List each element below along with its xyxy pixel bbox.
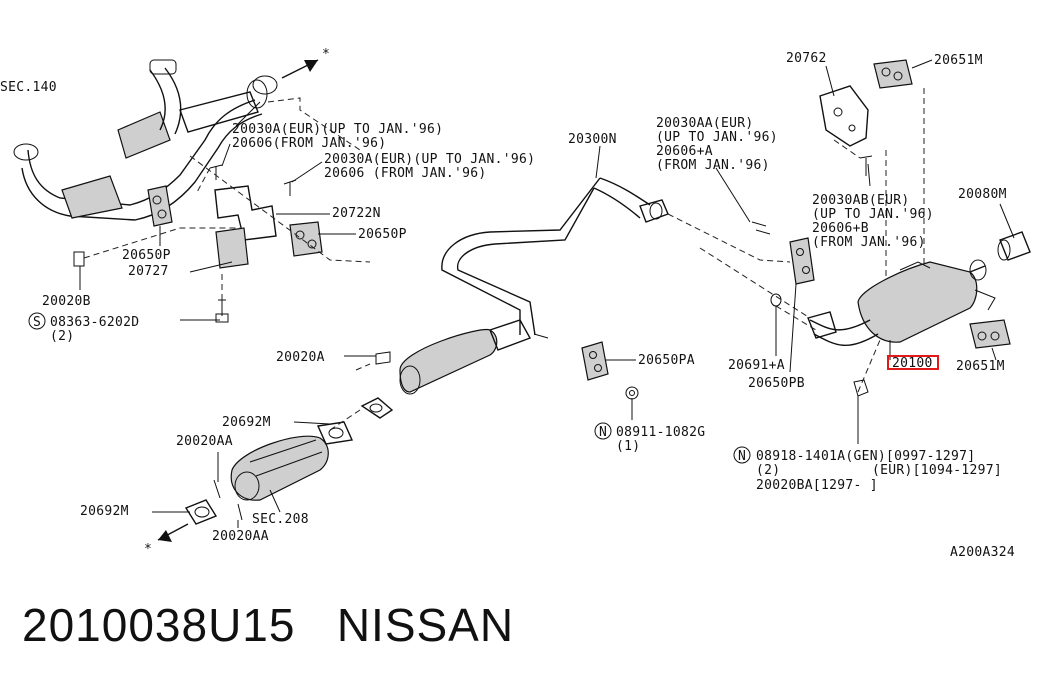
label-20651m-bottom: 20651M xyxy=(956,359,1005,374)
n-marker-circle-1 xyxy=(594,422,612,440)
label-n-mark-1: N xyxy=(599,425,607,440)
label-20020ba: 20020BA[1297- ] xyxy=(756,478,878,493)
label-20020b: 20020B xyxy=(42,294,91,309)
label-20606-from: 20606(FROM JAN.'96) xyxy=(232,136,386,151)
main-muffler xyxy=(807,259,996,347)
arrow-to-engine xyxy=(281,59,319,79)
label-20606-from-b: 20606 (FROM JAN.'96) xyxy=(324,166,487,181)
label-20020aa-top: 20020AA xyxy=(176,434,233,449)
label-08363: 08363-6202D xyxy=(50,315,139,330)
arrow-to-rear xyxy=(157,523,189,542)
label-20727: 20727 xyxy=(128,264,169,279)
label-20030ab-eur: 20030AB(EUR) xyxy=(812,193,910,208)
label-20762: 20762 xyxy=(786,51,827,66)
label-20692m-top: 20692M xyxy=(222,415,271,430)
label-20020aa-bottom: 20020AA xyxy=(212,529,269,544)
highlighted-part-box xyxy=(887,355,939,370)
label-08918: 08918-1401A(GEN)[0997-1297] xyxy=(756,449,975,464)
label-08918-eur: (EUR)[1094-1297] xyxy=(872,463,1002,478)
label-20030a-eur: 20030A(EUR)(UP TO JAN.'96) xyxy=(232,122,443,137)
label-08911: 08911-1082G xyxy=(616,425,705,440)
label-figure-code: A200A324 xyxy=(950,545,1015,560)
label-star-top: * xyxy=(322,47,330,62)
label-20606b-from: (FROM JAN.'96) xyxy=(812,235,926,250)
catalytic-converter xyxy=(184,421,354,525)
front-exhaust-pipe xyxy=(13,59,278,221)
muffler-mounting-bracket xyxy=(819,59,1011,397)
label-qty2-a: (2) xyxy=(50,329,74,344)
label-qty1: (1) xyxy=(616,439,640,454)
label-20650pa: 20650PA xyxy=(638,353,695,368)
part-caption: 2010038U15 NISSAN xyxy=(22,598,514,652)
tail-tube-finisher xyxy=(997,231,1031,261)
label-20080m: 20080M xyxy=(958,187,1007,202)
label-20020a: 20020A xyxy=(276,350,325,365)
label-20691a: 20691+A xyxy=(728,358,785,373)
label-20030aa-up: (UP TO JAN.'96) xyxy=(656,130,778,145)
label-sec208: SEC.208 xyxy=(252,512,309,527)
exhaust-system-diagram: SEC.140 * 20030A(EUR)(UP TO JAN.'96) 206… xyxy=(0,47,1031,560)
label-20651m-top: 20651M xyxy=(934,53,983,68)
label-20606a: 20606+A xyxy=(656,144,713,159)
caption-part-number: 2010038U15 xyxy=(22,599,296,651)
label-20692m-bottom: 20692M xyxy=(80,504,129,519)
label-s-mark: S xyxy=(33,315,41,330)
s-marker-circle xyxy=(28,312,46,330)
label-20606a-from: (FROM JAN.'96) xyxy=(656,158,770,173)
label-20650p-right: 20650P xyxy=(358,227,407,242)
label-20300n: 20300N xyxy=(568,132,617,147)
label-20606b: 20606+B xyxy=(812,221,869,236)
label-qty2-b: (2) xyxy=(756,463,780,478)
label-n-mark-2: N xyxy=(738,449,746,464)
label-star-bottom: * xyxy=(144,542,152,557)
hanger-rubbers-center xyxy=(375,221,815,400)
label-20030ab-up: (UP TO JAN.'96) xyxy=(812,207,934,222)
center-pipe xyxy=(360,177,669,419)
label-20722n: 20722N xyxy=(332,206,381,221)
part-labels: SEC.140 * 20030A(EUR)(UP TO JAN.'96) 206… xyxy=(0,47,1015,560)
leader-lines xyxy=(79,59,1015,528)
n-marker-circle-2 xyxy=(733,446,751,464)
label-20030a-eur-b: 20030A(EUR)(UP TO JAN.'96) xyxy=(324,152,535,167)
caption-brand: NISSAN xyxy=(336,599,515,651)
label-20030aa-eur: 20030AA(EUR) xyxy=(656,116,754,131)
label-20650pb: 20650PB xyxy=(748,376,805,391)
label-sec140: SEC.140 xyxy=(0,80,57,95)
label-20100: 20100 xyxy=(892,356,933,371)
label-20650p-left: 20650P xyxy=(122,248,171,263)
